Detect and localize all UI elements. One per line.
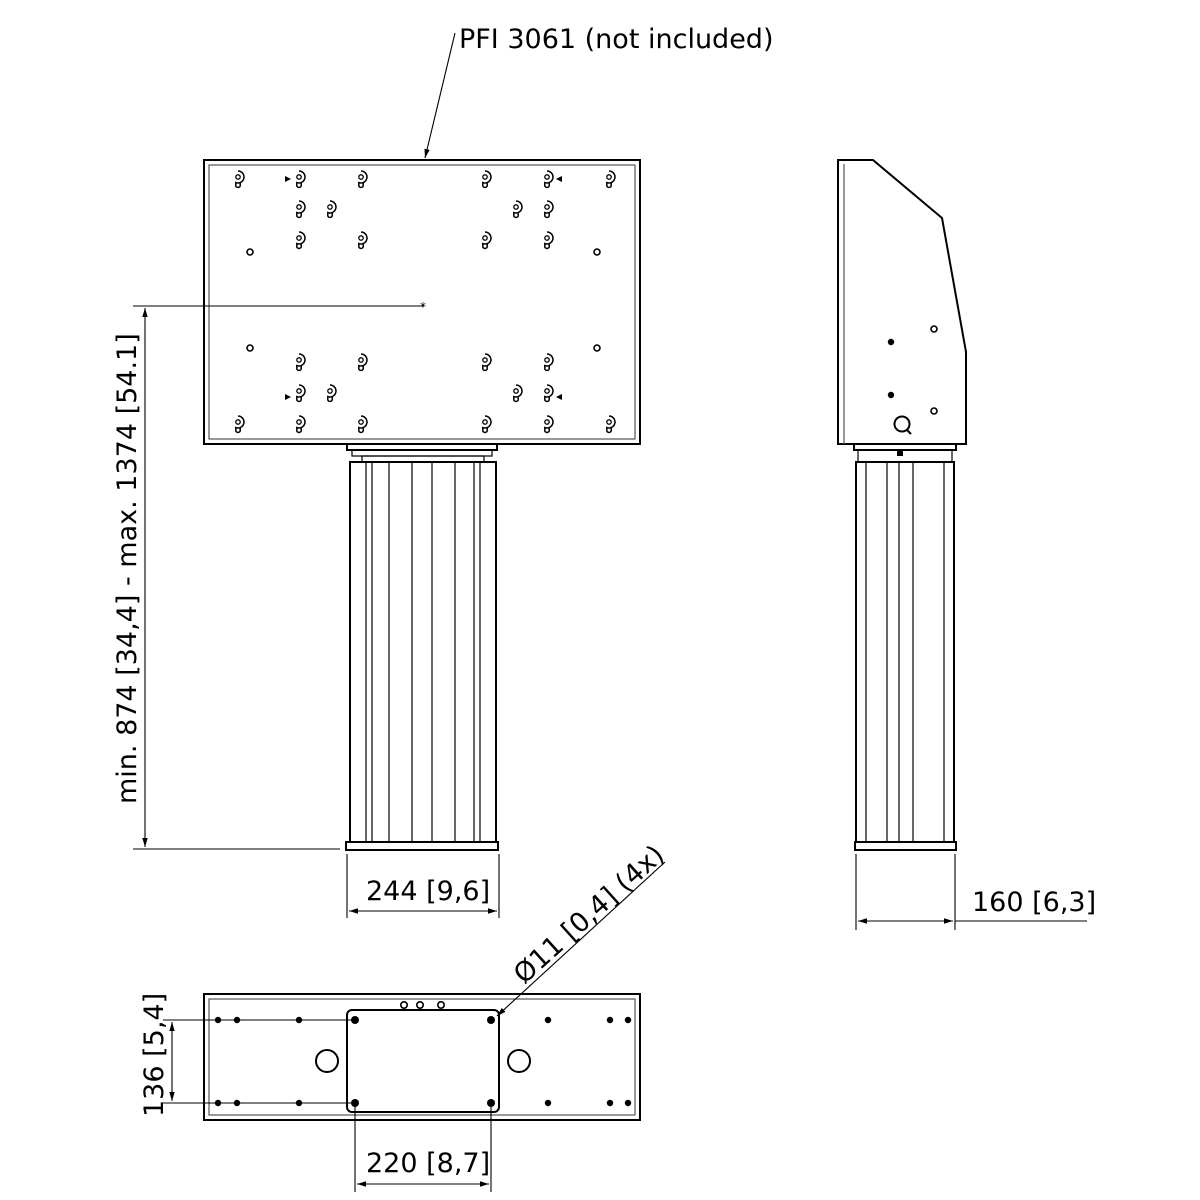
side-column — [855, 461, 955, 843]
mount-plate-label: PFI 3061 (not included) — [459, 24, 773, 55]
column-footprint — [346, 1009, 500, 1113]
height-dimension: min. 874 [34,4] - max. 1374 [54.1] — [112, 305, 424, 850]
column-width-label: 244 [9,6] — [366, 876, 490, 907]
anchor-holes — [351, 1016, 495, 1107]
depth-dimension: 160 [6,3] — [855, 854, 1096, 930]
base-depth-dimension: 136 [5,4] — [139, 993, 351, 1117]
base-top-view — [203, 993, 641, 1121]
base-depth-label: 136 [5,4] — [139, 993, 170, 1117]
hole-spacing-label: 220 [8,7] — [366, 1148, 490, 1179]
depth-label: 160 [6,3] — [972, 887, 1096, 918]
side-view — [837, 159, 967, 851]
base-plate — [203, 993, 641, 1121]
hole-spec-callout: Ø11 [0,4] (4x) — [496, 839, 671, 1017]
height-range-label: min. 874 [34,4] - max. 1374 [54.1] — [112, 333, 143, 804]
hole-spec-label: Ø11 [0,4] (4x) — [508, 839, 671, 990]
svg-text:*: * — [420, 300, 426, 314]
side-mount-profile — [837, 159, 967, 445]
front-view: * — [203, 159, 641, 851]
column-width-dimension: 244 [9,6] — [346, 854, 500, 918]
hole-spacing-dimension: 220 [8,7] — [354, 1107, 492, 1192]
front-column — [349, 461, 497, 843]
